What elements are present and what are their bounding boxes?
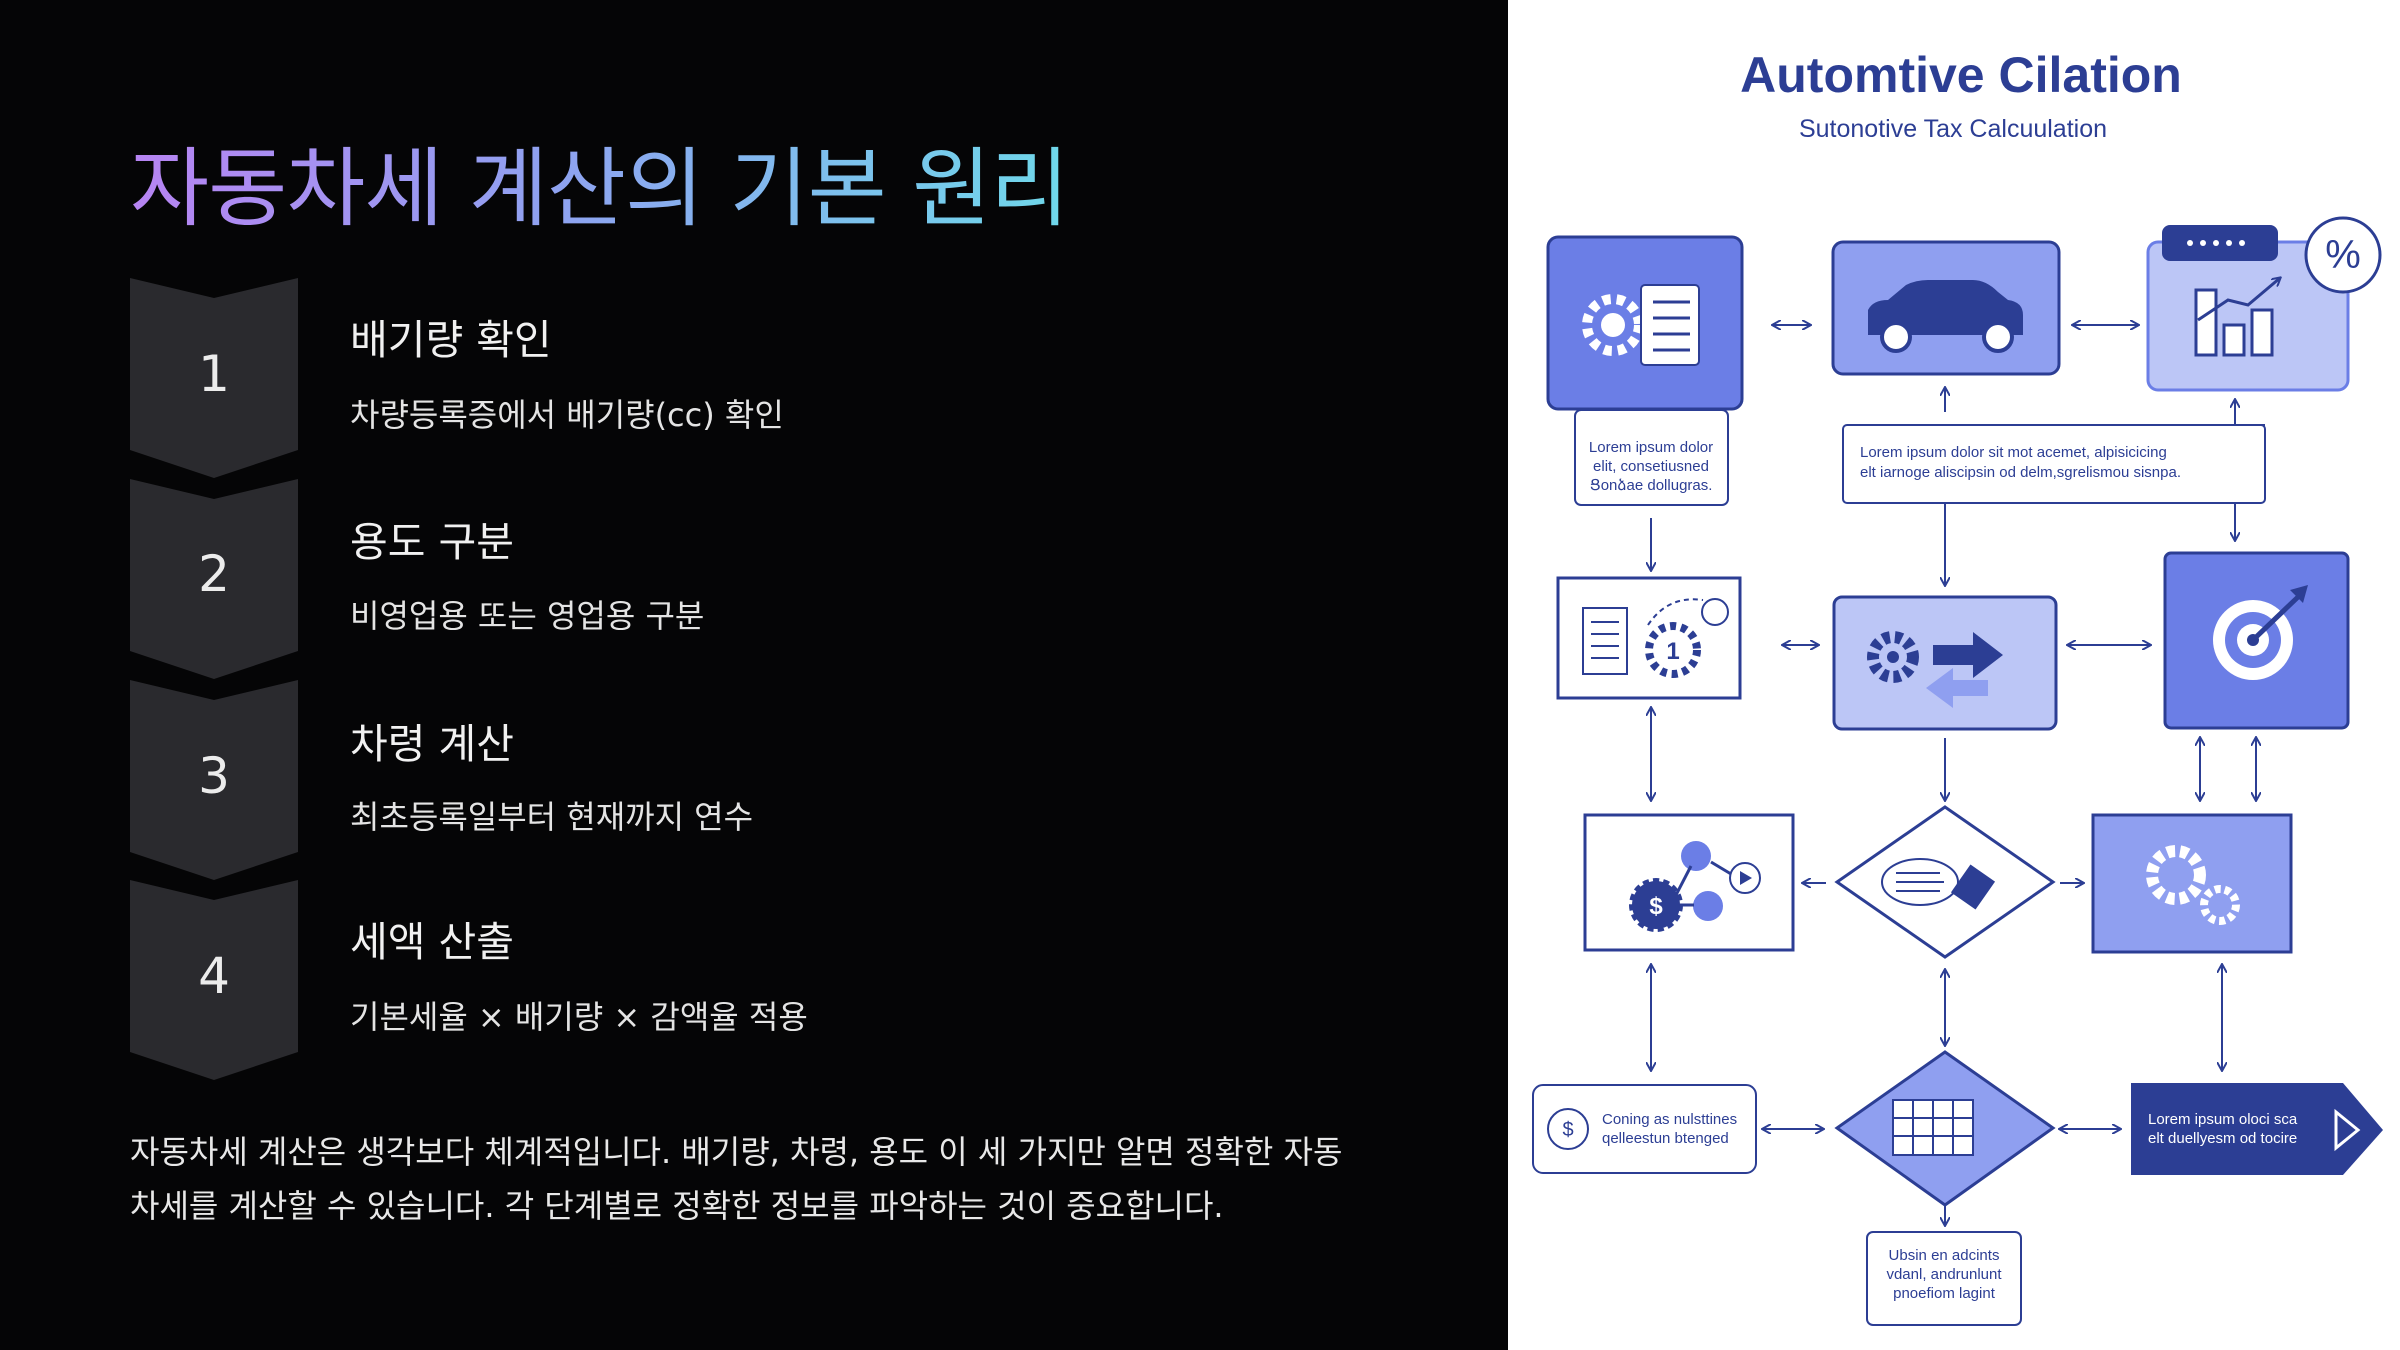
step-heading-1: 배기량 확인 xyxy=(350,316,552,364)
money-network-box: $ xyxy=(1583,813,1795,952)
step-desc-3: 최초등록일부터 현재까지 연수 xyxy=(350,798,754,836)
slide-left-panel: 자동차세 계산의 기본 원리 1 배기량 확인 차량등록증에서 배기량(cc) … xyxy=(130,118,1390,1233)
step-chevron-3 xyxy=(130,680,298,880)
step-desc-1: 차량등록증에서 배기량(cc) 확인 xyxy=(350,396,784,434)
step-heading-3: 차령 계산 xyxy=(350,720,514,768)
note-box-5: Ubsin en adcints vdanl, andrunlunt pnoef… xyxy=(1866,1231,2022,1326)
step-chevron-2 xyxy=(130,479,298,679)
svg-text:elit, consetiusned: elit, consetiusned xyxy=(1593,458,1709,475)
step-heading-2: 용도 구분 xyxy=(350,518,514,566)
step-number-1: 1 xyxy=(198,345,230,403)
svg-text:Lorem ipsum oloci sca: Lorem ipsum oloci sca xyxy=(2148,1111,2298,1128)
dual-gear-box xyxy=(2091,813,2293,954)
svg-text:Lorem ipsum dolor: Lorem ipsum dolor xyxy=(1589,439,1713,456)
chart-percent-box: % xyxy=(2146,216,2382,392)
svg-text:Ցonձae dollugras.: Ցonձae dollugras. xyxy=(1590,477,1713,494)
calculator-diamond xyxy=(1834,1050,2056,1207)
note-box-3: $ Coning as nulsttines qelleestun btenge… xyxy=(1532,1084,1757,1174)
diagram-subtitle: Sutonotive Tax Calcuulation xyxy=(1799,115,2107,143)
step-desc-4: 기본세율 × 배기량 × 감액율 적용 xyxy=(350,998,808,1036)
summary-paragraph: 자동차세 계산은 생각보다 체계적입니다. 배기량, 차령, 용도 이 세 가지… xyxy=(130,1125,1390,1233)
svg-text:Ubsin en adcints: Ubsin en adcints xyxy=(1889,1247,2000,1264)
gear-arrows-box xyxy=(1832,595,2058,731)
summary-line-2: 차세를 계산할 수 있습니다. 각 단계별로 정확한 정보를 파악하는 것이 중… xyxy=(130,1187,1224,1225)
svg-text:Lorem ipsum dolor sit mot acem: Lorem ipsum dolor sit mot acemet, alpisi… xyxy=(1860,444,2167,461)
step-chevron-1 xyxy=(130,278,298,478)
svg-text:elt duellyesm od tocire: elt duellyesm od tocire xyxy=(2148,1130,2297,1147)
svg-text:Coning as nulsttines: Coning as nulsttines xyxy=(1602,1111,1737,1128)
svg-text:$: $ xyxy=(1562,1119,1573,1141)
note-box-2: Lorem ipsum dolor sit mot acemet, alpisi… xyxy=(1842,424,2266,504)
step-chevron-4 xyxy=(130,880,298,1080)
note-box-4-arrow: Lorem ipsum oloci sca elt duellyesm od t… xyxy=(2131,1083,2383,1175)
svg-text:pnoefiom lagint: pnoefiom lagint xyxy=(1893,1285,1996,1302)
summary-line-1: 자동차세 계산은 생각보다 체계적입니다. 배기량, 차령, 용도 이 세 가지… xyxy=(130,1133,1343,1171)
step-number-4: 4 xyxy=(198,947,230,1005)
step-desc-2: 비영업용 또는 영업용 구분 xyxy=(350,597,705,635)
step-heading-4: 세액 산출 xyxy=(350,918,514,966)
note-box-1: Lorem ipsum dolor elit, consetiusned Ցon… xyxy=(1574,409,1729,506)
step-badge-number: 1 xyxy=(1666,638,1679,665)
settings-checklist-box xyxy=(1546,235,1744,411)
svg-text:elt iarnoge aliscipsin od delm: elt iarnoge aliscipsin od delm,sgrelismo… xyxy=(1860,464,2181,481)
car-box xyxy=(1831,240,2061,376)
decision-diamond-1 xyxy=(1834,805,2056,959)
step-number-2: 2 xyxy=(198,545,230,603)
percent-symbol: % xyxy=(2325,233,2361,277)
step-number-3: 3 xyxy=(198,747,230,805)
dollar-symbol: $ xyxy=(1649,893,1663,920)
target-box xyxy=(2163,551,2350,730)
flowchart-illustration-panel: Automtive Cilation Sutonotive Tax Calcuu… xyxy=(1508,0,2400,1350)
flowchart-diagram: Automtive Cilation Sutonotive Tax Calcuu… xyxy=(1532,47,2383,1326)
document-gear-box: 1 xyxy=(1556,576,1742,700)
svg-text:qelleestun btenged: qelleestun btenged xyxy=(1602,1130,1729,1147)
slide-title: 자동차세 계산의 기본 원리 xyxy=(130,118,1069,243)
diagram-title: Automtive Cilation xyxy=(1740,47,2182,103)
svg-text:vdanl, andrunlunt: vdanl, andrunlunt xyxy=(1886,1266,2002,1283)
